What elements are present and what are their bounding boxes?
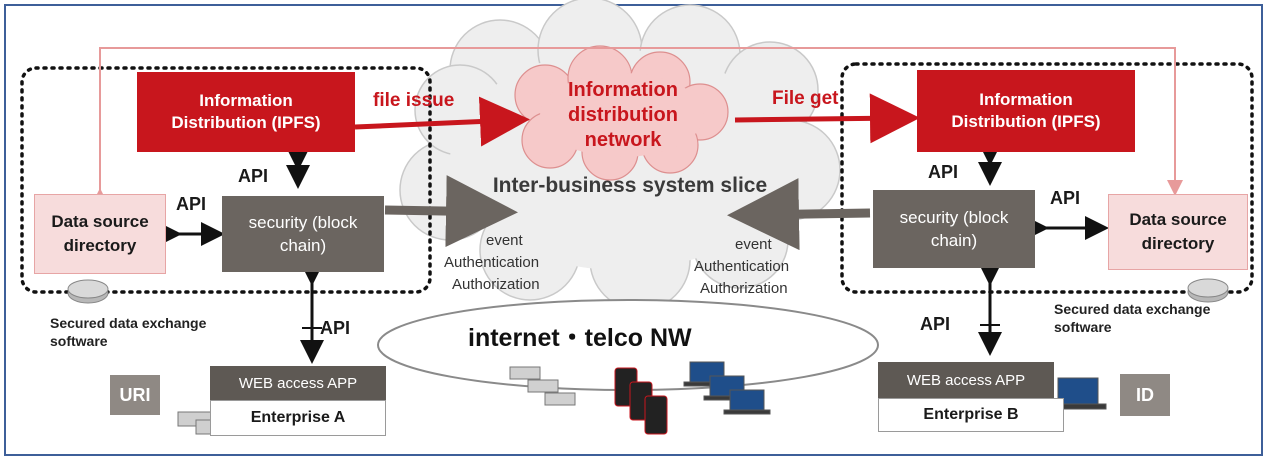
file-issue-label: file issue bbox=[373, 90, 455, 111]
authentication-left-label: Authentication bbox=[444, 254, 540, 271]
data-source-directory-right: Data source directory bbox=[1108, 194, 1248, 270]
event-right-label: event bbox=[735, 236, 772, 253]
laptop-icon bbox=[1049, 377, 1107, 410]
file-get-arrow bbox=[734, 93, 920, 144]
data-source-right-label: Data source directory bbox=[1129, 210, 1227, 253]
file-issue-arrow bbox=[354, 96, 530, 147]
security-right: security (block chain) bbox=[873, 190, 1035, 268]
web-access-app-left: WEB access APP bbox=[210, 366, 386, 400]
event-arrow-left bbox=[384, 175, 518, 248]
security-left: security (block chain) bbox=[222, 196, 384, 272]
left-system-boundary bbox=[20, 66, 432, 294]
info-distribution-right-label: Information Distribution (IPFS) bbox=[951, 90, 1101, 131]
authorization-left-label: Authorization bbox=[452, 276, 540, 293]
web-access-app-right: WEB access APP bbox=[878, 362, 1054, 398]
uri-tag-label: URI bbox=[119, 384, 151, 405]
api-left-top-label: API bbox=[238, 166, 269, 186]
api-left-bottom-label: API bbox=[320, 318, 351, 338]
router-icon-left bbox=[67, 279, 109, 304]
web-access-app-right-label: WEB access APP bbox=[906, 371, 1026, 389]
api-right-top-label: API bbox=[928, 162, 959, 182]
info-distribution-left: Information Distribution (IPFS) bbox=[137, 72, 355, 152]
laptops-icon bbox=[683, 361, 771, 415]
api-right-bottom-label: API bbox=[920, 314, 951, 334]
security-left-label: security (block chain) bbox=[248, 213, 358, 255]
authentication-right-label: Authentication bbox=[694, 258, 790, 275]
data-source-directory-left: Data source directory bbox=[34, 194, 166, 274]
id-tag-label: ID bbox=[1136, 384, 1154, 405]
enterprise-b-label: Enterprise B bbox=[923, 406, 1019, 423]
phones-icon bbox=[614, 367, 668, 435]
info-network-label: Information distribution network bbox=[568, 79, 678, 151]
id-tag: ID bbox=[1120, 374, 1170, 416]
router-icon-right bbox=[1187, 278, 1229, 303]
enterprise-b-box: Enterprise B bbox=[878, 398, 1064, 432]
secured-software-left-label: Secured data exchange software bbox=[50, 315, 207, 349]
inter-business-slice-label: Inter-business system slice bbox=[492, 174, 768, 197]
data-source-left-label: Data source directory bbox=[51, 212, 149, 255]
api-right-side-label: API bbox=[1050, 188, 1081, 208]
web-access-app-left-label: WEB access APP bbox=[238, 374, 358, 392]
server-devices-icon bbox=[509, 366, 576, 406]
info-network-cloud bbox=[514, 45, 729, 181]
file-get-label: File get bbox=[772, 88, 839, 109]
right-system-boundary bbox=[840, 62, 1254, 294]
info-distribution-right: Information Distribution (IPFS) bbox=[917, 70, 1135, 152]
directory-link-line bbox=[92, 47, 1183, 204]
event-left-label: event bbox=[486, 232, 523, 249]
enterprise-a-label: Enterprise A bbox=[250, 409, 346, 426]
internet-telco-label: internet・telco NW bbox=[468, 324, 692, 352]
event-arrow-right bbox=[727, 178, 871, 251]
api-left-side-label: API bbox=[176, 194, 207, 214]
enterprise-a-box: Enterprise A bbox=[210, 400, 386, 436]
secured-software-right-label: Secured data exchange software bbox=[1054, 301, 1211, 335]
info-distribution-left-label: Information Distribution (IPFS) bbox=[171, 91, 321, 132]
security-right-label: security (block chain) bbox=[899, 208, 1009, 250]
authorization-right-label: Authorization bbox=[700, 280, 788, 297]
uri-tag: URI bbox=[110, 375, 160, 415]
